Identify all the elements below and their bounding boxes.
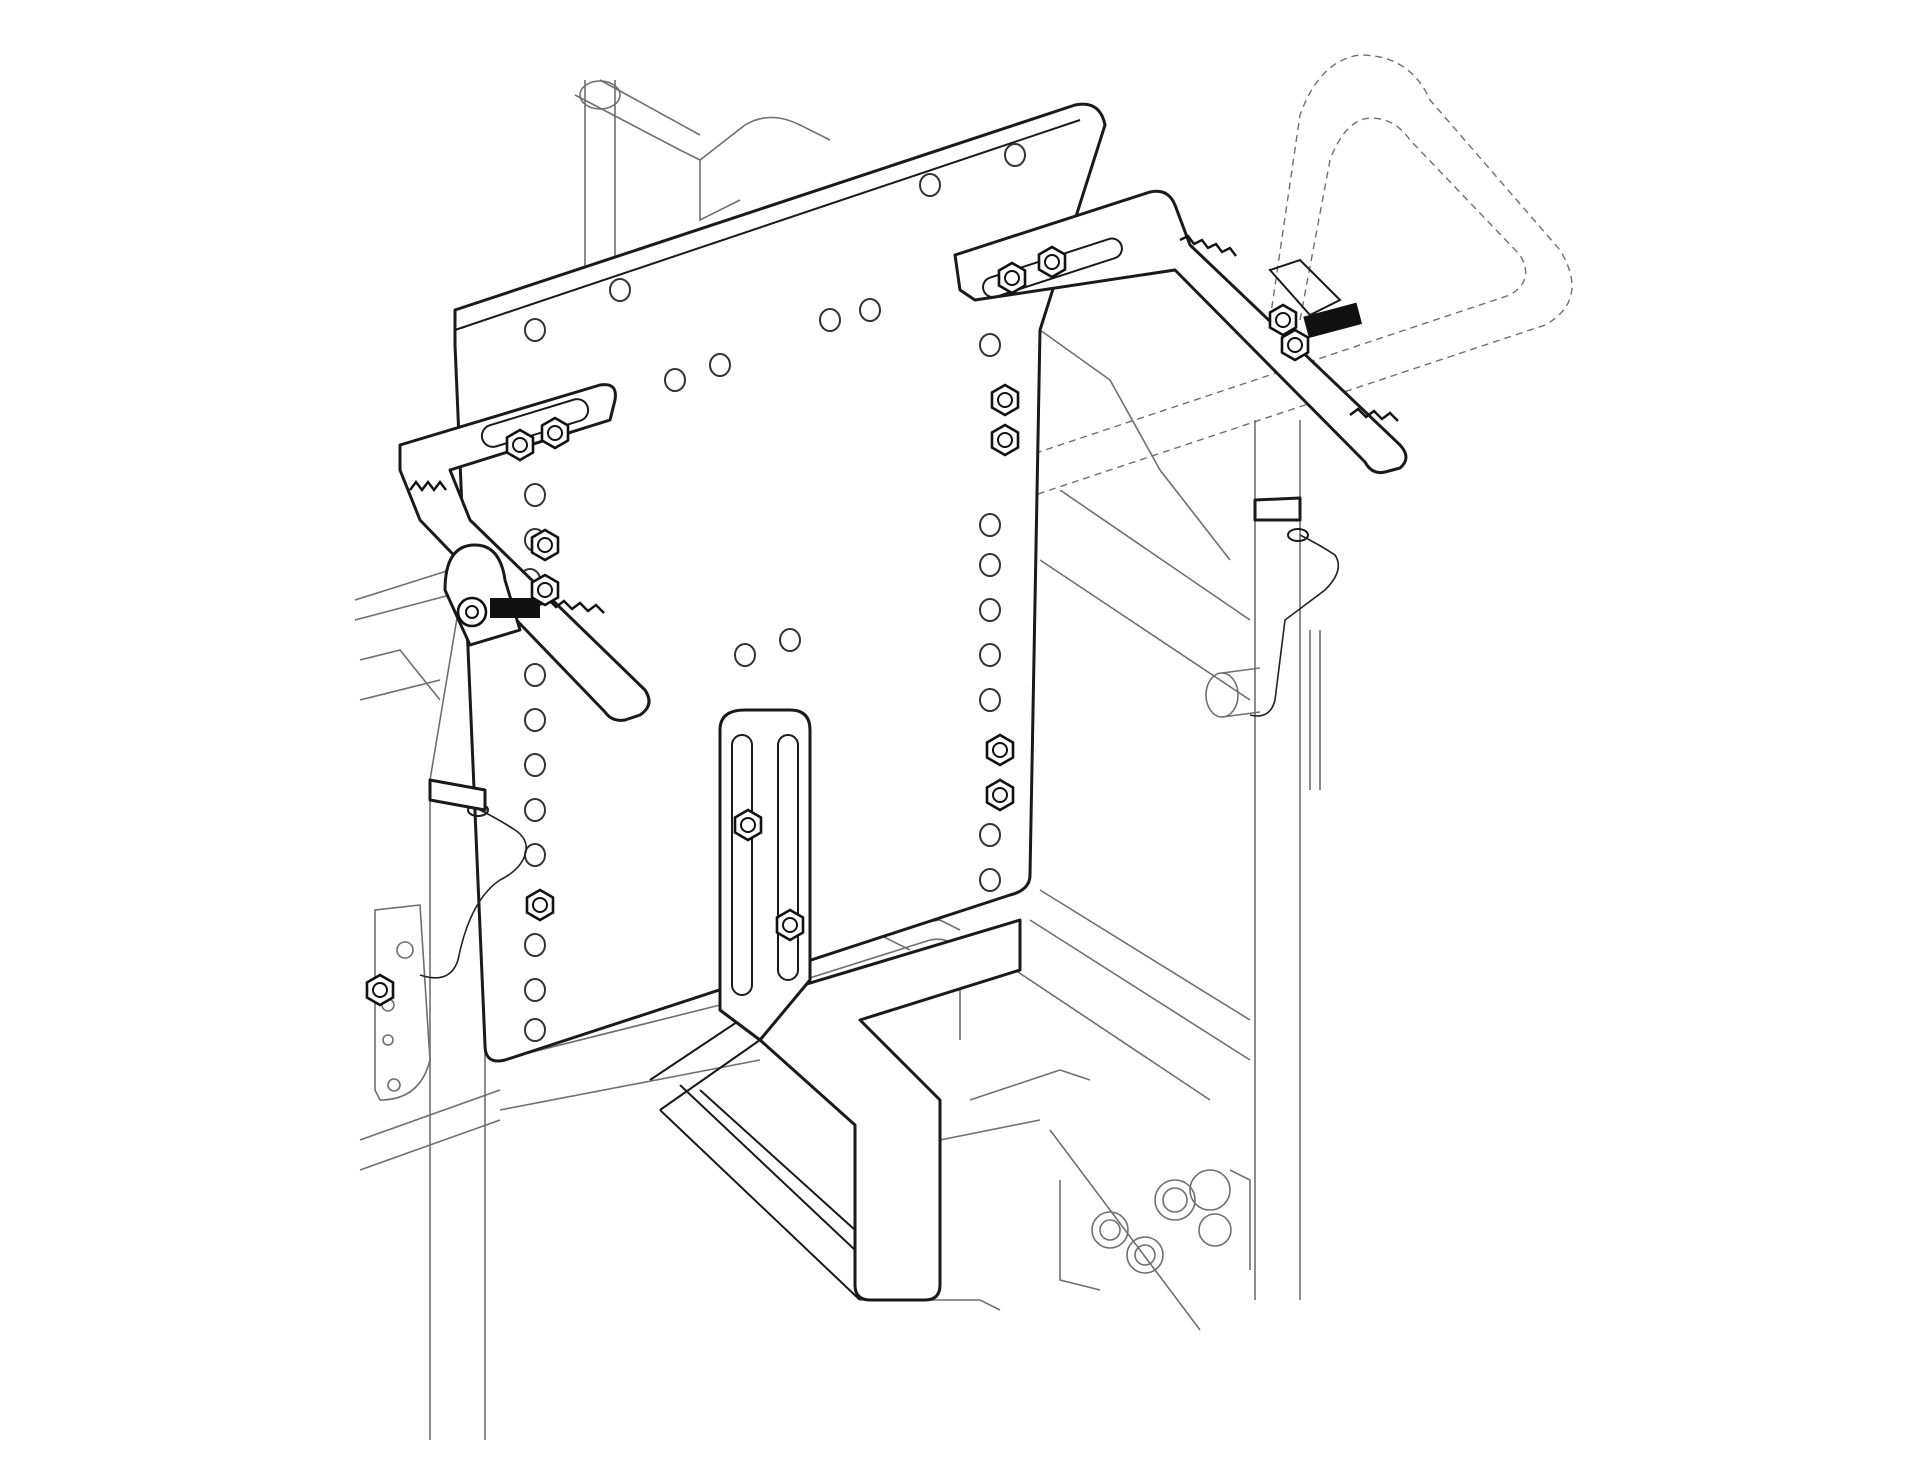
mounting-bolt: [505, 428, 535, 462]
upper-bracket-left: [398, 383, 651, 722]
mounting-bolt: [775, 908, 805, 942]
mounting-bolt: [530, 528, 560, 562]
plate-hole: [524, 978, 546, 1002]
mounting-bolt: [990, 383, 1020, 417]
mounting-bolt: [1037, 245, 1067, 279]
plate-hole: [524, 1018, 546, 1042]
mounting-bolt: [1268, 303, 1298, 337]
mounting-bolt: [540, 416, 570, 450]
plate-hole: [979, 868, 1001, 892]
plate-hole: [979, 513, 1001, 537]
plate-hole: [979, 598, 1001, 622]
post-collars: [428, 496, 1302, 812]
mounting-bolt: [365, 973, 395, 1007]
plate-hole: [979, 643, 1001, 667]
mounting-bolt: [530, 573, 560, 607]
mounting-bolt: [1280, 328, 1310, 362]
plate-hole: [734, 643, 756, 667]
plate-hole: [979, 823, 1001, 847]
plate-hole: [919, 173, 941, 197]
plate-hole: [979, 553, 1001, 577]
lanyard-pin: [419, 528, 1340, 979]
back-plate: [453, 102, 1107, 1063]
mounting-bolt: [733, 808, 763, 842]
plate-hole: [524, 318, 546, 342]
plate-hole: [524, 798, 546, 822]
mounting-bolt: [997, 261, 1027, 295]
plate-hole: [709, 353, 731, 377]
plate-hole: [524, 933, 546, 957]
mounting-bolt: [990, 423, 1020, 457]
plate-hole: [979, 688, 1001, 712]
plate-hole: [664, 368, 686, 392]
plate-hole: [524, 483, 546, 507]
plate-hole: [979, 333, 1001, 357]
plate-hole: [779, 628, 801, 652]
plate-hole: [524, 753, 546, 777]
plate-hole: [524, 663, 546, 687]
plate-hole: [1004, 143, 1026, 167]
mounting-bolts: [365, 245, 1310, 1007]
mounting-bolt: [525, 888, 555, 922]
lower-bracket: [649, 708, 1022, 1302]
plate-hole: [524, 708, 546, 732]
plate-hole: [609, 278, 631, 302]
plate-hole: [819, 308, 841, 332]
plate-hole: [859, 298, 881, 322]
mounting-bolt: [985, 733, 1015, 767]
plate-hole: [524, 843, 546, 867]
mounting-bolt: [985, 778, 1015, 812]
